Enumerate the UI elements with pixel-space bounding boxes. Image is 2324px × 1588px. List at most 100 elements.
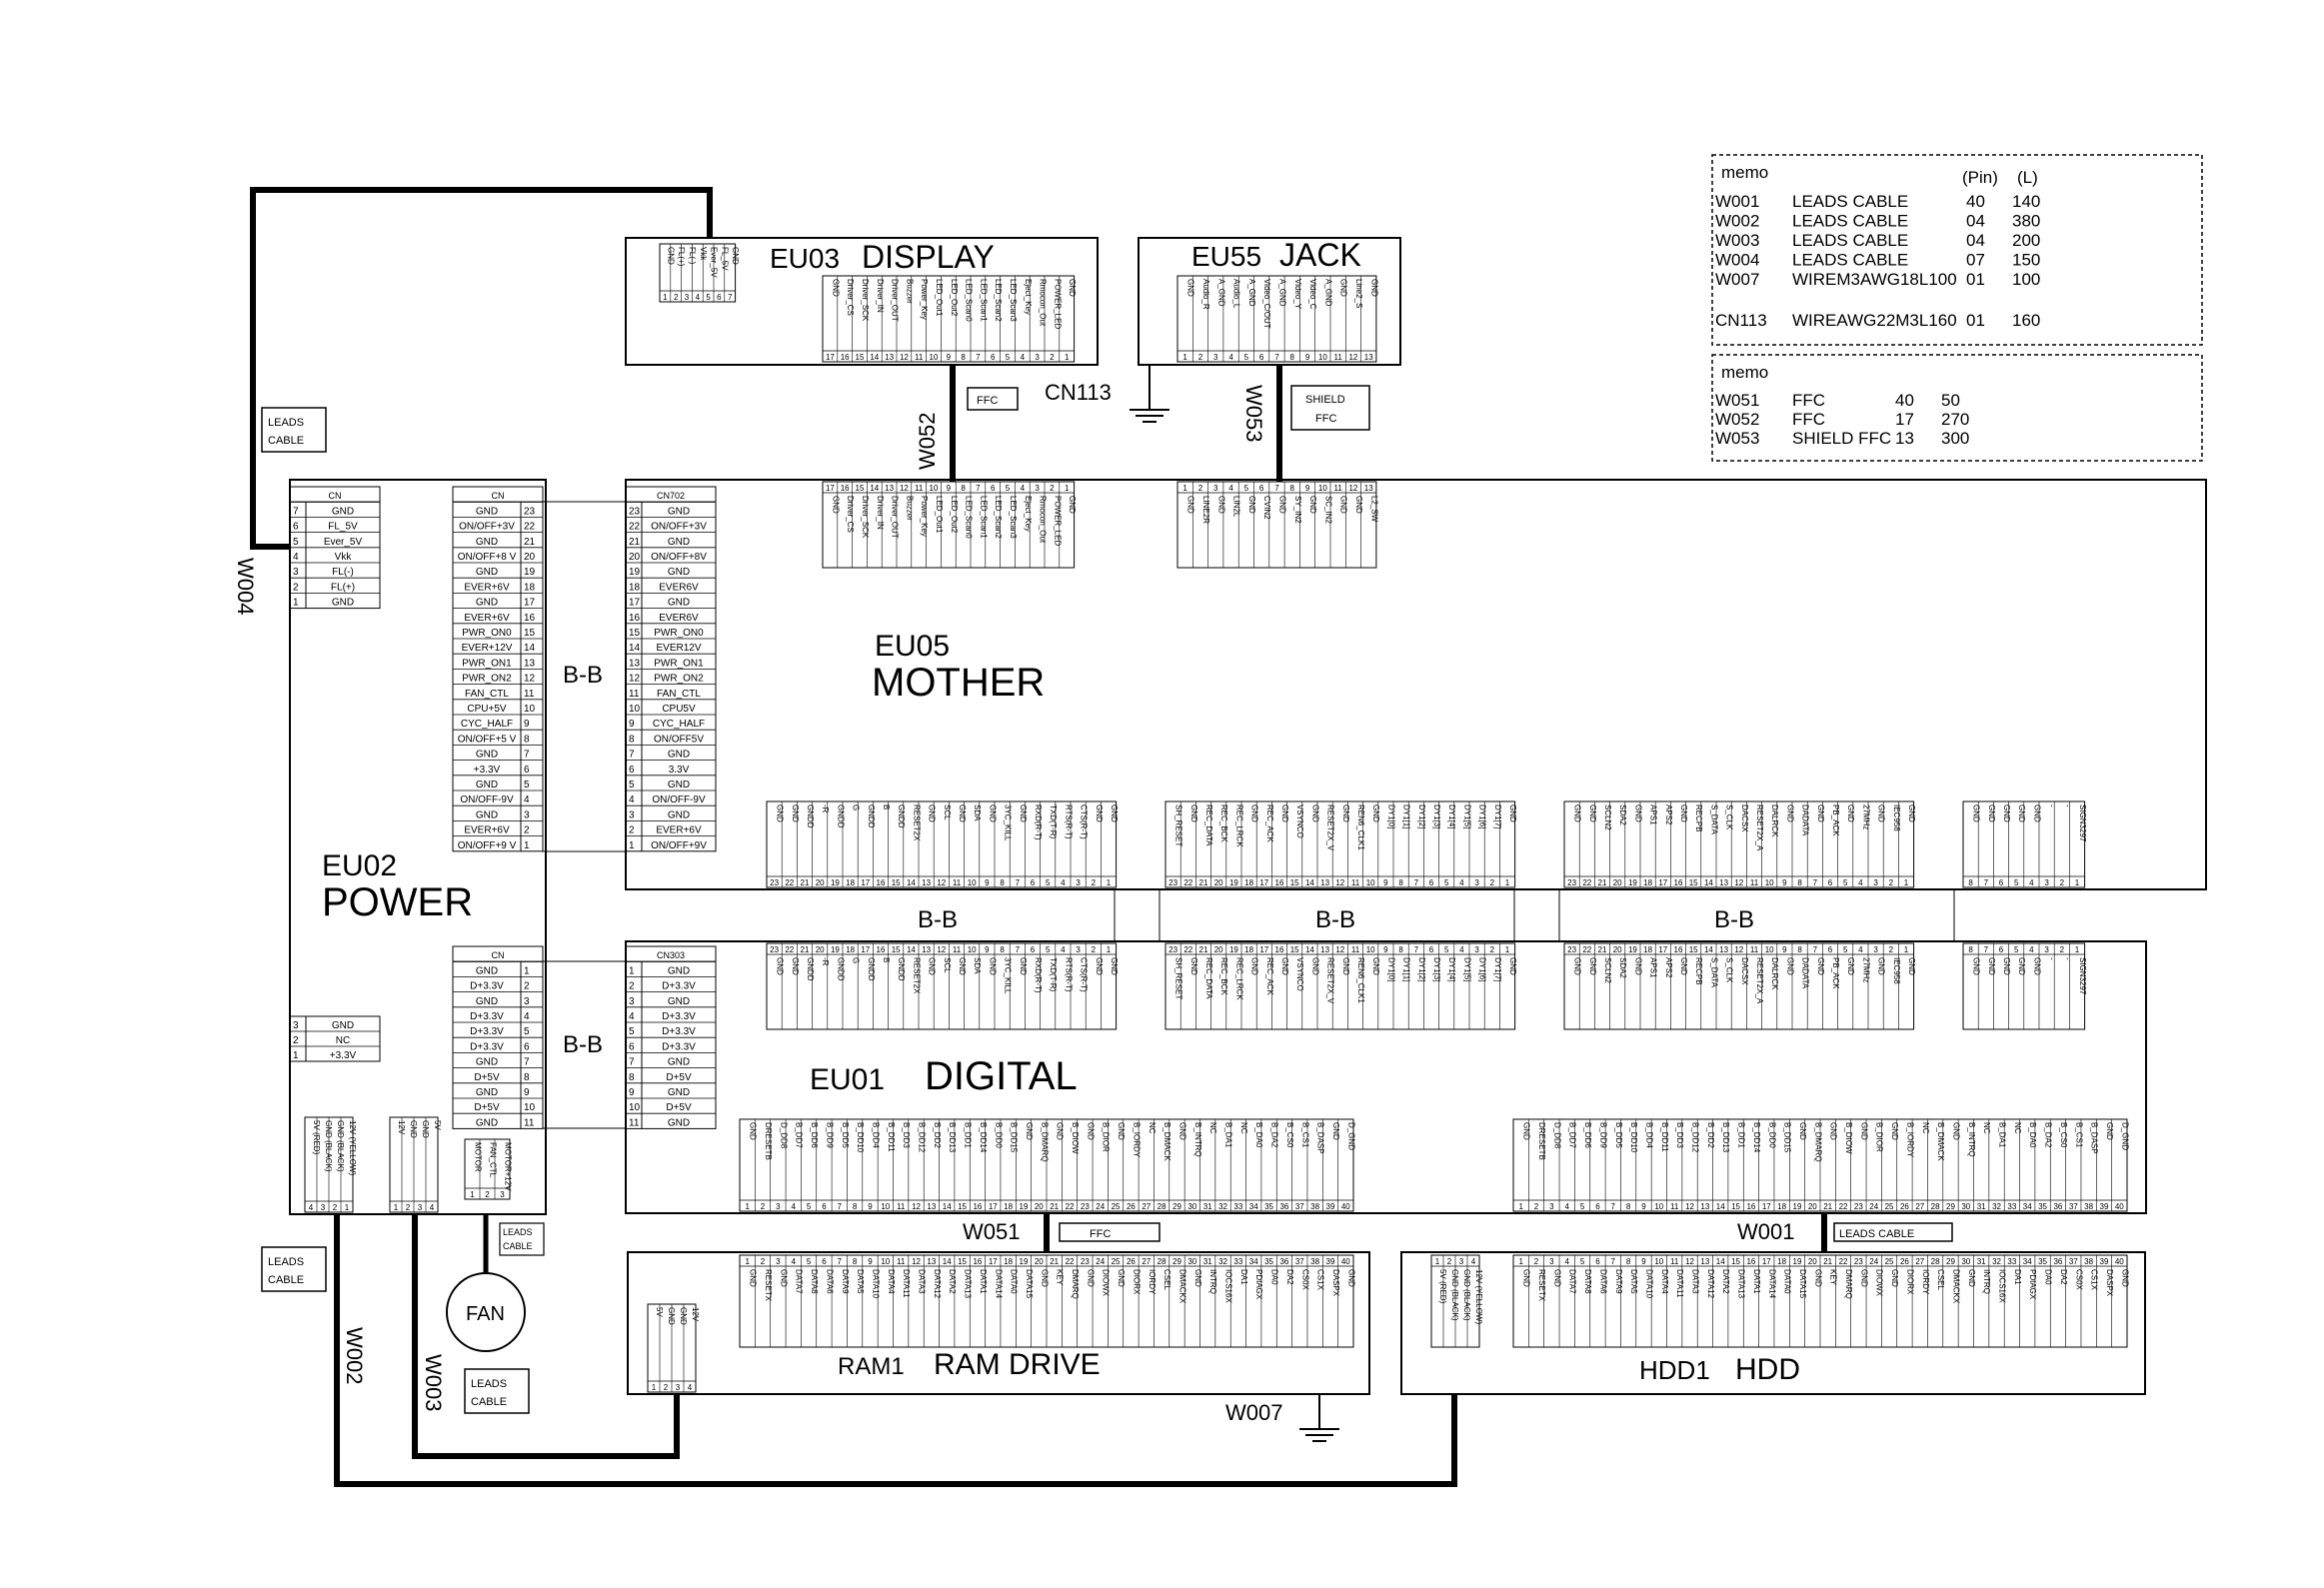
cable-w002: W002 LEADS CABLE	[261, 1214, 1457, 1487]
pin-number: 4	[309, 1203, 314, 1212]
pin-signal: Rmocon_Out	[1039, 496, 1048, 544]
connector-title: CN	[492, 950, 505, 960]
pin-signal: DATA8	[1583, 1269, 1592, 1294]
pin-number: 10	[1366, 878, 1375, 887]
pin-signal: D+3.3V	[470, 1041, 504, 1052]
pin-signal: B_DA1	[1224, 1122, 1233, 1148]
pin-signal: CS0X	[2074, 1269, 2083, 1291]
pin-number: 18	[1244, 878, 1253, 887]
w001-leads-tag: LEADS CABLE	[1839, 1228, 1914, 1240]
pin-number: 3	[2044, 945, 2049, 954]
w052-label: W052	[915, 413, 940, 470]
pin-number: 11	[915, 484, 924, 493]
pin-number: 8	[1398, 878, 1403, 887]
pin-number: 23	[1567, 945, 1576, 954]
pin-number: 2	[761, 1202, 766, 1211]
pin-number: 8	[1000, 945, 1005, 954]
pin-number: 4	[629, 1011, 635, 1022]
pin-number: 27	[1915, 1257, 1924, 1266]
pin-number: 40	[2115, 1202, 2124, 1211]
pin-signal: GND	[476, 750, 498, 761]
pin-number: 22	[524, 522, 536, 533]
pin-signal: GND	[1573, 957, 1582, 975]
pin-number: 34	[2023, 1257, 2032, 1266]
pin-signal: DA2	[2059, 1269, 2068, 1285]
pin-signal: B_DD14	[979, 1122, 988, 1153]
pin-signal: REC_LRCK	[1234, 957, 1243, 1000]
pin-signal: B_DD4	[1644, 1122, 1653, 1148]
pin-number: 9	[629, 719, 635, 730]
pin-number: 16	[1674, 945, 1683, 954]
pin-number: 40	[1341, 1257, 1350, 1266]
hdd1-code: HDD1	[1639, 1355, 1710, 1385]
pin-number: 24	[1096, 1202, 1105, 1211]
pin-number: 15	[892, 945, 901, 954]
pin-signal: Vkk	[335, 552, 353, 563]
pin-number: 23	[1168, 878, 1177, 887]
pin-number: 17	[989, 1202, 998, 1211]
pin-number: 6	[1595, 1257, 1600, 1266]
pin-signal: DATA13	[964, 1269, 973, 1299]
pin-signal: PDIAGX	[2028, 1269, 2037, 1300]
pin-signal: GND	[1095, 957, 1104, 975]
pin-signal: DIOWX	[1102, 1269, 1111, 1297]
pin-signal: GND	[668, 809, 690, 820]
pin-number: 27	[1142, 1257, 1151, 1266]
pin-signal: -	[2063, 957, 2072, 960]
pin-number: 13	[922, 878, 931, 887]
pin-signal: REC_BCK	[1219, 957, 1228, 995]
pin-number: 21	[1823, 1202, 1832, 1211]
pin-signal: DY1[2]	[1417, 804, 1426, 828]
pin-signal: SDA2	[1618, 804, 1627, 825]
pin-number: 28	[1931, 1202, 1940, 1211]
pin-number: 7	[1414, 878, 1419, 887]
pin-number: 2	[2060, 878, 2065, 887]
pin-number: 2	[1889, 878, 1894, 887]
pin-number: 6	[1031, 878, 1036, 887]
pin-number: 8	[629, 1072, 635, 1083]
pin-number: 30	[1187, 1257, 1196, 1266]
pin-number: 35	[2038, 1202, 2047, 1211]
pin-signal: GND	[1339, 279, 1348, 297]
pin-signal: REC_ACK	[1265, 804, 1274, 842]
pin-number: 8	[961, 353, 966, 362]
pin-signal: GND	[1588, 804, 1597, 822]
cable-w053: W053 SHIELD FFC	[1241, 365, 1370, 482]
pin-signal: D+3.3V	[662, 981, 696, 992]
ram1-code: RAM1	[838, 1353, 905, 1380]
pin-number: 7	[1414, 945, 1419, 954]
pin-signal: LED_Scan3	[1009, 279, 1018, 322]
pin-signal: GND	[1341, 957, 1350, 975]
pin-signal: DATA10	[1644, 1269, 1653, 1299]
pin-signal: GND	[1331, 1122, 1340, 1140]
pin-signal: LED_Scan3	[1009, 496, 1018, 539]
pin-number: 1	[629, 840, 635, 851]
pin-signal: D+3.3V	[662, 1041, 696, 1052]
pin-signal: NC	[1239, 1122, 1248, 1134]
pin-signal: APS2	[1664, 957, 1673, 978]
pin-number: 6	[1429, 878, 1434, 887]
pin-signal: INTRQ	[1208, 1269, 1217, 1294]
pin-number: 2	[524, 981, 530, 992]
pin-signal: GND	[1247, 496, 1256, 514]
pin-number: 3	[1474, 945, 1479, 954]
pin-number: 7	[1274, 484, 1279, 493]
pin-signal: B_DD1	[1737, 1122, 1746, 1148]
pin-signal: MOTOR+12V	[504, 1142, 513, 1191]
pin-signal: Power_Key	[920, 496, 929, 537]
pin-number: 14	[1716, 1257, 1725, 1266]
pin-number: 9	[1383, 878, 1388, 887]
pin-signal: SCLN2	[1603, 804, 1612, 830]
pin-signal: 3YC_KILL	[1004, 804, 1013, 841]
pin-number: 23	[1081, 1257, 1090, 1266]
pin-signal: L2_SW	[1369, 496, 1378, 523]
memo-row-pin: 01	[1966, 270, 1985, 289]
pin-signal: GND	[668, 537, 690, 548]
pin-number: 7	[524, 750, 530, 761]
pin-signal: GND	[2032, 804, 2041, 822]
pin-signal: DY1[3]	[1432, 804, 1441, 828]
pin-number: 3	[629, 809, 635, 820]
pin-signal: NC	[336, 1035, 350, 1046]
